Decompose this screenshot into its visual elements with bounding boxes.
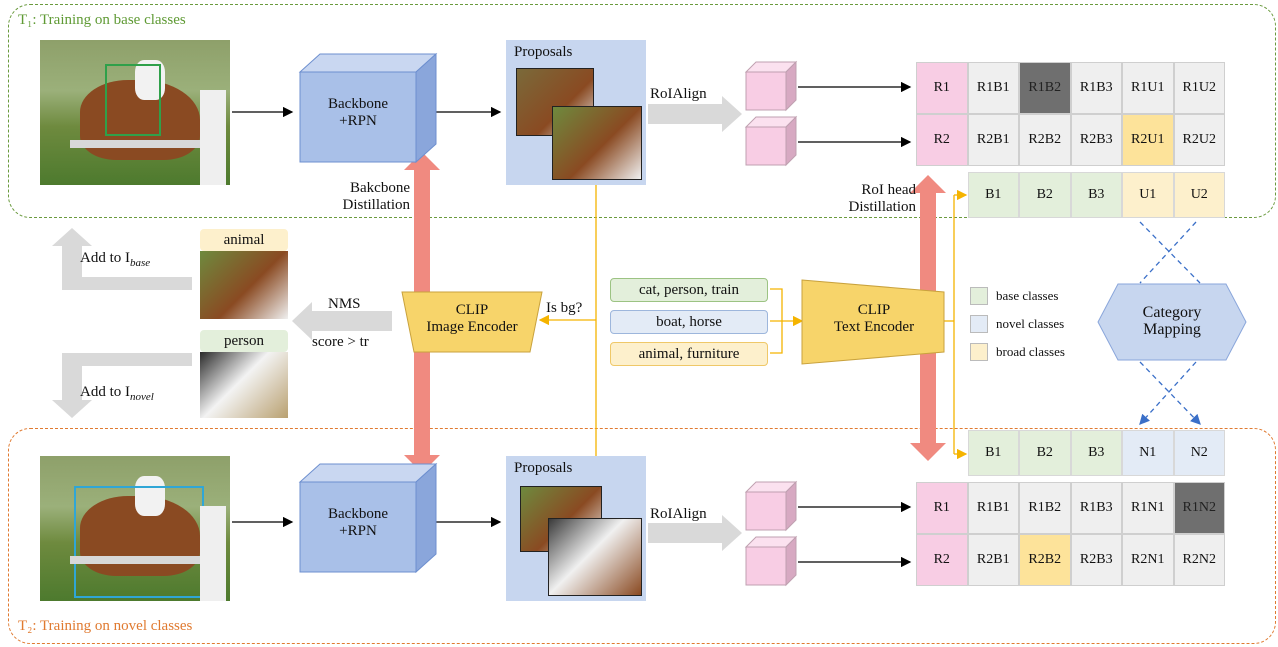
feature-cube-bot-1	[744, 480, 798, 532]
top-grid-row2-cell: R2U1	[1122, 114, 1174, 166]
proposals-label-top: Proposals	[514, 44, 573, 60]
top-grid-row2-cell: R2	[916, 114, 968, 166]
add-to-novel-label: Add to Inovel	[80, 384, 154, 403]
score-threshold-label: score > tr	[312, 334, 369, 350]
top-grid-row2-cell: R2B3	[1070, 114, 1122, 166]
bottom-grid-header-cell: N1	[1122, 430, 1174, 476]
bottom-grid-row2-cell: R2B3	[1070, 534, 1122, 586]
proposals-label-bottom: Proposals	[514, 460, 573, 476]
add-base-arrow	[52, 228, 192, 290]
top-grid-row2-cell: R2B1	[967, 114, 1019, 166]
roialign-label-bottom: RoIAlign	[650, 506, 707, 522]
text-prompt-2: boat, horse	[610, 310, 768, 334]
bottom-grid-row2-cell: R2B2	[1019, 534, 1071, 586]
top-grid-row1-cell: R1B1	[967, 62, 1019, 114]
top-grid-row1-cell: R1B3	[1070, 62, 1122, 114]
horse-image-top	[40, 40, 230, 185]
nms-label: NMS	[328, 296, 361, 312]
bottom-grid-row1-cell: R1B3	[1070, 482, 1122, 534]
bottom-grid-header-cell: N2	[1173, 430, 1225, 476]
training-novel-panel	[8, 428, 1276, 644]
top-grid-header-cell: B3	[1070, 172, 1122, 218]
clip-image-encoder-shape	[401, 291, 543, 353]
horse-image-bottom	[40, 456, 230, 601]
top-grid-row1-cell: R1U2	[1173, 62, 1225, 114]
top-grid-row2-cell: R2U2	[1173, 114, 1225, 166]
legend-label-1: base classes	[996, 288, 1059, 303]
top-grid-header-cell: U2	[1173, 172, 1225, 218]
roialign-arrow-bot	[648, 515, 742, 551]
legend-swatch-1	[970, 287, 988, 305]
bottom-panel-title: T₂: Training on novel classes	[18, 618, 193, 634]
roialign-label-top: RoIAlign	[650, 86, 707, 102]
legend-swatch-2	[970, 315, 988, 333]
bottom-grid-row2-cell: R2B1	[967, 534, 1019, 586]
text-prompt-3: animal, furniture	[610, 342, 768, 366]
training-base-panel	[8, 4, 1276, 218]
roi-distillation-label: RoI head Distillation	[848, 182, 917, 215]
nms-arrow	[292, 302, 392, 340]
backbone-box-bottom	[298, 462, 438, 574]
top-panel-title: T₁: Training on base classes	[18, 12, 186, 28]
backbone-box-top	[298, 52, 438, 164]
proposal-thumb-2	[552, 106, 642, 180]
feature-cube-bot-2	[744, 535, 798, 587]
bottom-grid-row1-cell: R1B1	[967, 482, 1019, 534]
backbone-label-bottom: Backbone +RPN	[328, 506, 388, 539]
top-grid-row1-cell: R1U1	[1122, 62, 1174, 114]
feature-cube-top-2	[744, 115, 798, 167]
category-mapping-label: Category Mapping	[1142, 304, 1202, 338]
bottom-grid-row2-cell: R2N2	[1173, 534, 1225, 586]
proposals-panel-top: Proposals	[506, 40, 646, 185]
backbone-distillation-label: Bakcbone Distillation	[342, 180, 411, 213]
bottom-grid-row1-cell: R1N1	[1122, 482, 1174, 534]
bottom-grid-row2-cell: R2N1	[1122, 534, 1174, 586]
roialign-arrow-top	[648, 96, 742, 132]
feature-cube-top-1	[744, 60, 798, 112]
animal-tag: animal	[200, 229, 288, 251]
backbone-label-top: Backbone +RPN	[328, 96, 388, 129]
add-novel-arrow	[52, 353, 192, 418]
bottom-grid-row1-cell: R1B2	[1019, 482, 1071, 534]
top-grid-header-cell: B1	[967, 172, 1019, 218]
bottom-grid-header-cell: B1	[967, 430, 1019, 476]
person-crop-image	[200, 352, 288, 418]
bottom-grid-row1-cell: R1N2	[1173, 482, 1225, 534]
top-grid-header-cell: U1	[1122, 172, 1174, 218]
top-grid-header-cell: B2	[1019, 172, 1071, 218]
clip-text-encoder: CLIP Text Encoder	[833, 302, 915, 335]
clip-text-encoder-shape	[801, 279, 945, 365]
legend-label-2: novel classes	[996, 316, 1065, 331]
add-to-base-label: Add to Ibase	[80, 250, 151, 269]
text-prompt-1: cat, person, train	[610, 278, 768, 302]
proposals-panel-bottom: Proposals	[506, 456, 646, 601]
is-bg-label: Is bg?	[546, 300, 583, 316]
bottom-grid-header-cell: B2	[1019, 430, 1071, 476]
top-grid-row2-cell: R2B2	[1019, 114, 1071, 166]
legend-swatch-3	[970, 343, 988, 361]
bottom-grid-header-cell: B3	[1070, 430, 1122, 476]
proposal-thumb-4	[548, 518, 642, 596]
top-grid-row1-cell: R1B2	[1019, 62, 1071, 114]
bottom-grid-row1-cell: R1	[916, 482, 968, 534]
legend-label-3: broad classes	[996, 344, 1065, 359]
clip-image-encoder: CLIP Image Encoder	[426, 302, 518, 335]
category-mapping-shape	[1097, 283, 1247, 361]
person-tag: person	[200, 330, 288, 352]
animal-crop-image	[200, 251, 288, 319]
bottom-grid-row2-cell: R2	[916, 534, 968, 586]
top-grid-row1-cell: R1	[916, 62, 968, 114]
